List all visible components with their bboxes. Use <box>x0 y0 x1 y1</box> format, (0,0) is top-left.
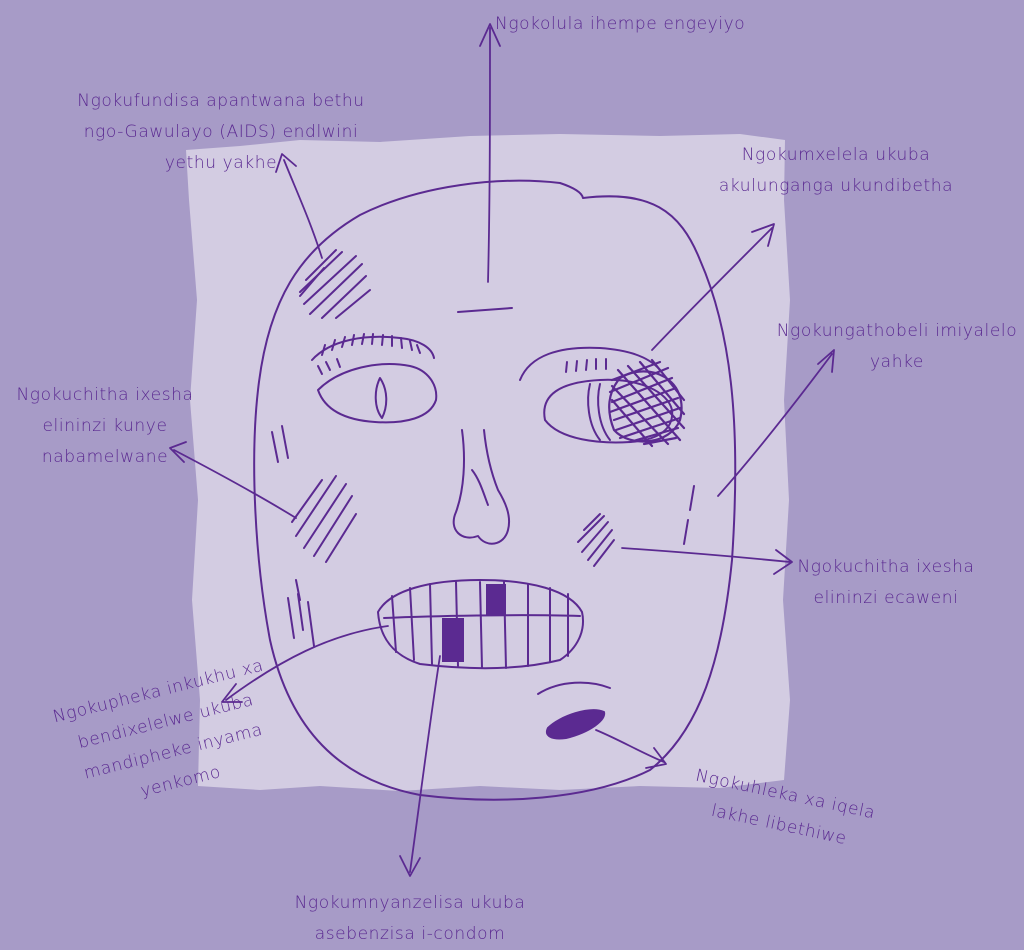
label-rules: Ngokungathobeli imiyalelo yahke <box>770 316 1024 378</box>
label-line: elininzi ecaweni <box>776 583 996 614</box>
label-line: yethu yakhe <box>38 148 404 179</box>
label-line: Ngokolula ihempe engeyiyo <box>495 9 745 40</box>
label-line: nabamelwane <box>0 442 210 473</box>
missing-tooth-top <box>486 584 506 616</box>
label-line: elininzi kunye <box>0 411 210 442</box>
label-line: yahke <box>770 347 1024 378</box>
label-top: Ngokolula ihempe engeyiyo <box>495 9 745 40</box>
label-trust: Ngokumxelela ukuba akulunganga ukundibet… <box>688 140 984 202</box>
label-church: Ngokuchitha ixesha elininzi ecaweni <box>776 552 996 614</box>
label-condom: Ngokumnyanzelisa ukuba asebenzisa i-cond… <box>280 888 540 950</box>
label-line: Ngokuchitha ixesha <box>776 552 996 583</box>
label-line: Ngokungathobeli imiyalelo <box>770 316 1024 347</box>
label-line: ngo-Gawulayo (AIDS) endlwini <box>38 117 404 148</box>
missing-tooth-bottom <box>442 618 464 662</box>
label-aids: Ngokufundisa apantwana bethu ngo-Gawulay… <box>38 86 404 179</box>
label-line: asebenzisa i-condom <box>280 919 540 950</box>
label-neighbours: Ngokuchitha ixesha elininzi kunye nabame… <box>0 380 210 473</box>
label-line: Ngokufundisa apantwana bethu <box>38 86 404 117</box>
label-line: Ngokumxelela ukuba <box>688 140 984 171</box>
label-line: akulunganga ukundibetha <box>688 171 984 202</box>
label-line: Ngokuchitha ixesha <box>0 380 210 411</box>
label-line: Ngokumnyanzelisa ukuba <box>280 888 540 919</box>
